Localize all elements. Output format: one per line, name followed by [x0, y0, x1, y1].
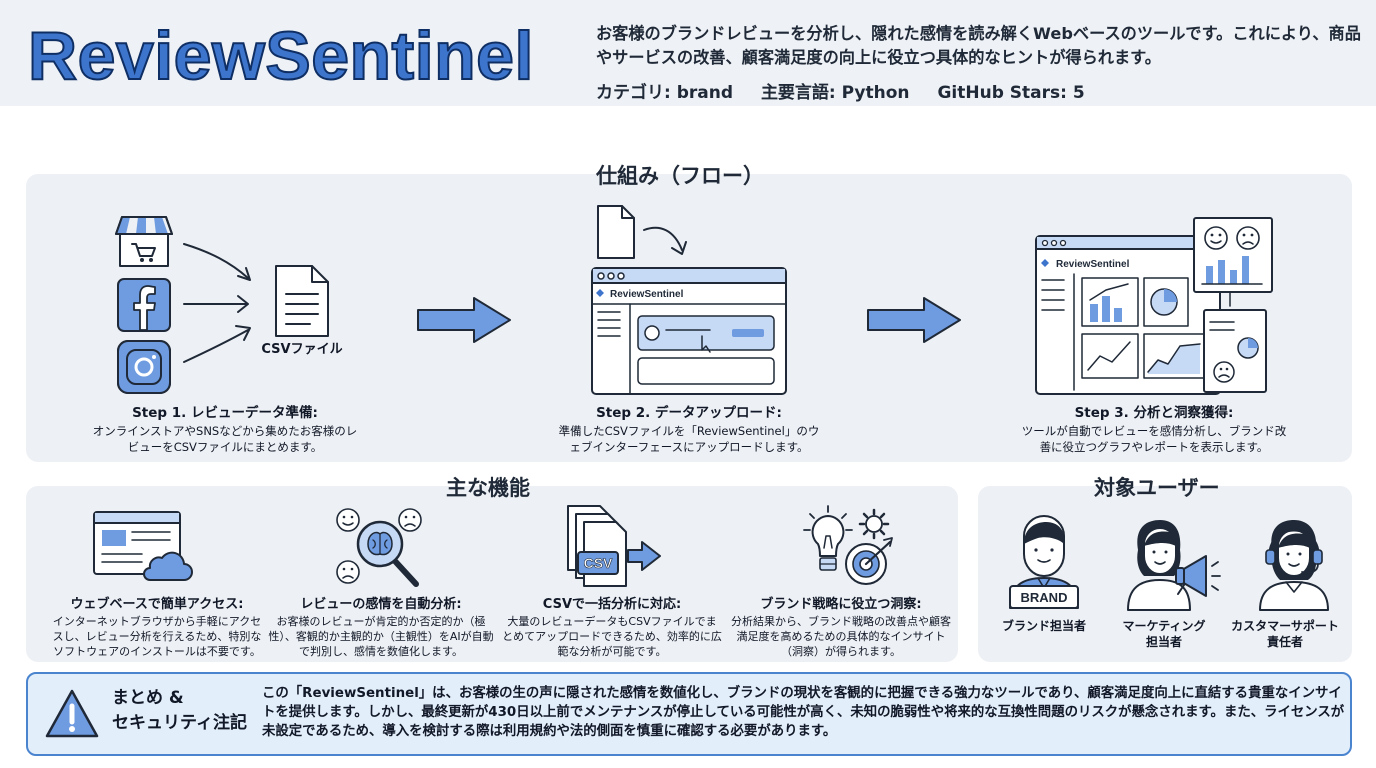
feature-4: ブランド戦略に役立つ洞察: 分析結果から、ブランド戦略の改善点や顧客満足度を高め…: [730, 596, 952, 659]
meta-category: カテゴリ: brand: [596, 83, 734, 103]
browser-window-icon: ReviewSentinel: [591, 267, 787, 395]
step-3: Step 3. 分析と洞察獲得: ツールが自動でレビューを感情分析し、ブランド改…: [1020, 404, 1288, 455]
window-brand: ReviewSentinel: [610, 289, 684, 300]
dashboard-icon: ReviewSentinel: [1035, 217, 1273, 395]
app-description: お客様のブランドレビューを分析し、隠れた感情を読み解くWebベースのツールです。…: [596, 24, 1361, 67]
app-title: ReviewSentinel: [27, 18, 534, 94]
app-meta: カテゴリ: brand 主要言語: Python GitHub Stars: 5: [596, 78, 1107, 103]
support-agent-icon: [1259, 520, 1329, 611]
brand-manager-icon: BRAND: [1009, 515, 1079, 609]
csv-file-label: CSVファイル: [261, 342, 343, 357]
store-icon: [115, 216, 173, 267]
dashboard-brand: ReviewSentinel: [1056, 259, 1130, 270]
document-icon: [275, 265, 329, 337]
user-3-label: カスタマーサポート 責任者: [1231, 619, 1339, 649]
user-2-label: マーケティング 担当者: [1122, 619, 1206, 649]
step-1: Step 1. レビューデータ準備: オンラインストアやSNSなどから集めたお客…: [90, 404, 360, 455]
user-1-label: ブランド担当者: [1001, 619, 1086, 633]
feature-3-text: 大量のレビューデータもCSVファイルでまとめてアップロードできるため、効率的に広…: [502, 615, 722, 658]
flow-title: 仕組み（フロー）: [596, 164, 764, 188]
step-2-title: Step 2. データアップロード:: [596, 405, 782, 421]
step-2-text: 準備したCSVファイルを「ReviewSentinel」のウェブインターフェース…: [558, 424, 820, 454]
feature-1-title: ウェブベースで簡単アクセス:: [70, 597, 244, 612]
arrow-right-icon: [417, 297, 511, 343]
csv-icon-text: CSV: [584, 555, 613, 571]
step-1-text: オンラインストアやSNSなどから集めたお客様のレビューをCSVファイルにまとめま…: [92, 424, 358, 454]
feature-3-title: CSVで一括分析に対応:: [542, 597, 682, 612]
feature-4-text: 分析結果から、ブランド戦略の改善点や顧客満足度を高めるための具体的なインサイト（…: [731, 615, 951, 658]
upload-document-icon: [597, 205, 687, 259]
feature-3: CSVで一括分析に対応: 大量のレビューデータもCSVファイルでまとめてアップロ…: [502, 596, 722, 659]
summary-box: [26, 672, 1352, 756]
feature-2-title: レビューの感情を自動分析:: [300, 597, 462, 612]
meta-stars: GitHub Stars: 5: [937, 83, 1085, 103]
summary-title: まとめ & セキュリティ注記: [112, 688, 247, 733]
csv-files-icon: CSV: [567, 505, 661, 587]
arrow-right-icon: [867, 297, 961, 343]
facebook-icon: [117, 278, 171, 332]
feature-4-title: ブランド戦略に役立つ洞察:: [760, 597, 922, 612]
arrow-source-icons: [183, 243, 251, 363]
warning-icon: [45, 689, 99, 738]
step-2: Step 2. データアップロード: 準備したCSVファイルを「ReviewSe…: [556, 404, 822, 455]
feature-2-text: お客様のレビューが肯定的か否定的か（極性）、客観的か主観的か（主観性）をAIが自…: [268, 615, 494, 658]
brain-magnifier-icon: [336, 508, 422, 587]
summary-text: この「ReviewSentinel」は、お客様の生の声に隠された感情を数値化し、…: [262, 686, 1345, 739]
step-3-text: ツールが自動でレビューを感情分析し、ブランド改善に役立つグラフやレポートを表示し…: [1021, 424, 1287, 454]
browser-cloud-icon: [93, 511, 193, 581]
meta-language: 主要言語: Python: [760, 83, 910, 103]
step-1-title: Step 1. レビューデータ準備:: [132, 405, 318, 421]
feature-1-text: インターネットブラウザから手軽にアクセスし、レビュー分析を行えるため、特別なソフ…: [52, 615, 262, 658]
brand-badge: BRAND: [1021, 590, 1068, 605]
feature-1: ウェブベースで簡単アクセス: インターネットブラウザから手軽にアクセスし、レビュ…: [48, 596, 266, 659]
lightbulb-target-icon: [803, 505, 893, 585]
step-3-title: Step 3. 分析と洞察獲得:: [1074, 405, 1234, 421]
marketer-icon: [1127, 520, 1221, 611]
instagram-icon: [117, 340, 171, 394]
header: [0, 0, 1376, 106]
users-title: 対象ユーザー: [1094, 476, 1220, 500]
features-title: 主な機能: [446, 476, 530, 500]
feature-2: レビューの感情を自動分析: お客様のレビューが肯定的か否定的か（極性）、客観的か…: [268, 596, 494, 659]
